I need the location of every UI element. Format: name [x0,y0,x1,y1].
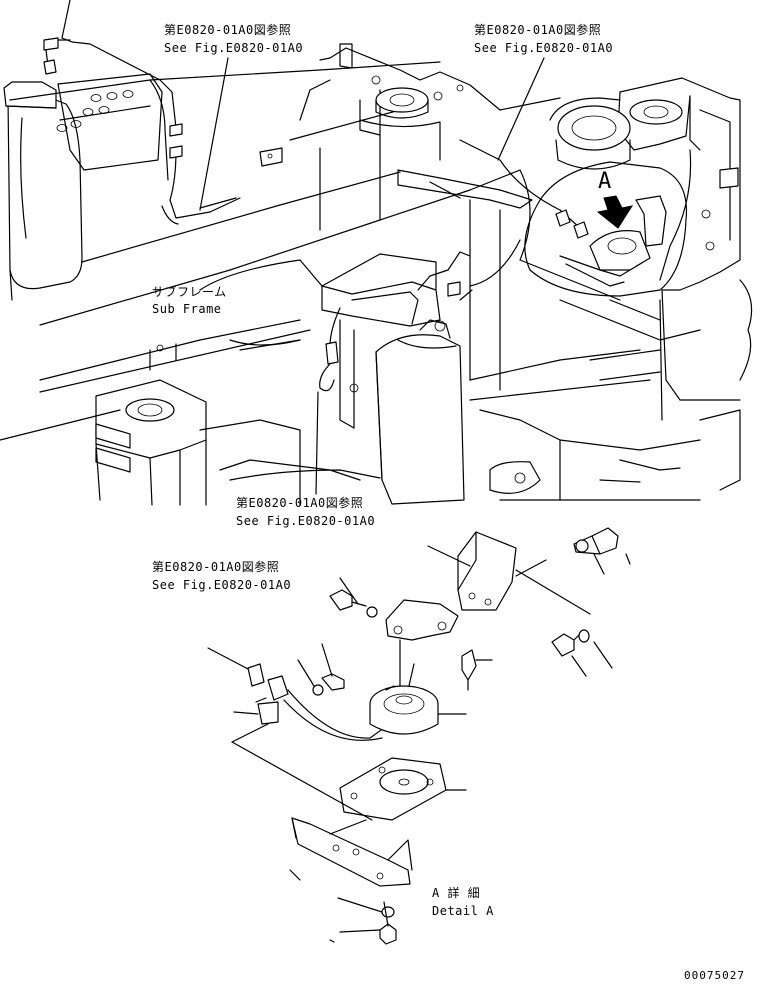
callout-fig-ref-2-en: See Fig.E0820-01A0 [474,41,614,55]
detail-a-marker: A [598,169,612,194]
lower-left-mount [95,379,207,506]
drawing-number: 00075027 [684,969,745,982]
leader-line-4 [459,289,473,301]
leader-line-1 [199,57,229,211]
accumulator-cylinder [375,319,465,505]
leader-line-2 [497,57,545,161]
detail-a-arrow [596,195,634,229]
callout-fig-ref-3-en: See Fig.E0820-01A0 [236,514,376,528]
frame-assembly [0,43,753,506]
callout-fig-ref-4-en: See Fig.E0820-01A0 [152,578,292,592]
callout-fig-ref-4-jp: 第E0820-01A0図参照 [152,560,280,574]
horn-assembly [559,195,667,287]
sub-frame-label-jp: サブフレーム [152,285,227,299]
callout-fig-ref-1-en: See Fig.E0820-01A0 [164,41,304,55]
bolt-plate-left [56,73,163,171]
callout-fig-ref-1-jp: 第E0820-01A0図参照 [164,23,292,37]
detail-a-title-en: Detail A [432,904,494,918]
sub-frame-label-en: Sub Frame [152,302,222,316]
wire-harness [43,0,692,392]
detail-a-exploded [207,527,631,945]
leader-line-3 [315,391,319,495]
callout-fig-ref-2-jp: 第E0820-01A0図参照 [474,23,602,37]
detail-a-title-jp: A 詳 細 [432,886,481,900]
callout-fig-ref-3-jp: 第E0820-01A0図参照 [236,496,364,510]
